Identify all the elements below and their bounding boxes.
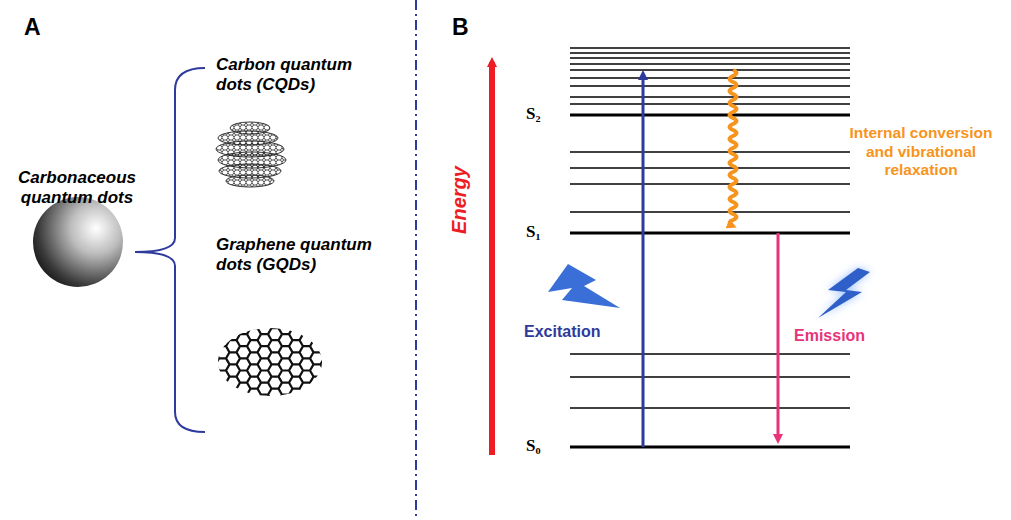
state-label: S₀ [526, 436, 566, 456]
sphere [33, 197, 123, 287]
type-label: Graphene quantum dots (GQDs) [216, 235, 396, 276]
energy-level [570, 77, 850, 79]
energy-arrow [489, 62, 495, 455]
type-label: Carbon quantum dots (CQDs) [216, 55, 381, 96]
relaxation-arrow [730, 70, 737, 226]
energy-level [570, 407, 850, 409]
energy-level [570, 353, 850, 355]
energy-level [570, 69, 850, 71]
divider [415, 0, 417, 520]
lightning-bolt [818, 268, 870, 318]
energy-level [570, 446, 850, 449]
process-label: Emission [794, 326, 894, 345]
excitation-arrow [642, 74, 645, 447]
axis-label: Energy [447, 166, 471, 234]
cqd-stack [216, 122, 286, 187]
lattice-stroke [205, 316, 335, 443]
group-label: Carbonaceous quantum dots [8, 168, 146, 209]
lightning-bolt [548, 264, 620, 308]
emission-arrow [777, 233, 780, 440]
energy-level [570, 47, 850, 49]
energy-level [570, 96, 850, 98]
energy-level [570, 52, 850, 54]
state-label: S₁ [526, 222, 566, 242]
graphene-lattice [205, 316, 335, 443]
energy-level [570, 232, 850, 235]
glow [818, 268, 870, 318]
energy-levels [570, 48, 850, 447]
process-label: Internal conversion and vibrational rela… [836, 124, 1006, 180]
energy-level [570, 167, 850, 169]
energy-level [570, 85, 850, 87]
panel-letter: A [24, 14, 54, 42]
bracket [135, 68, 205, 432]
process-label: Excitation [524, 322, 624, 341]
energy-level [570, 183, 850, 185]
state-label: S₂ [526, 104, 566, 124]
energy-level [570, 376, 850, 378]
energy-level [570, 114, 850, 117]
energy-level [570, 103, 850, 105]
energy-level [570, 63, 850, 65]
panel-letter: B [452, 14, 482, 42]
energy-level [570, 57, 850, 59]
energy-level [570, 151, 850, 153]
energy-level [570, 211, 850, 213]
